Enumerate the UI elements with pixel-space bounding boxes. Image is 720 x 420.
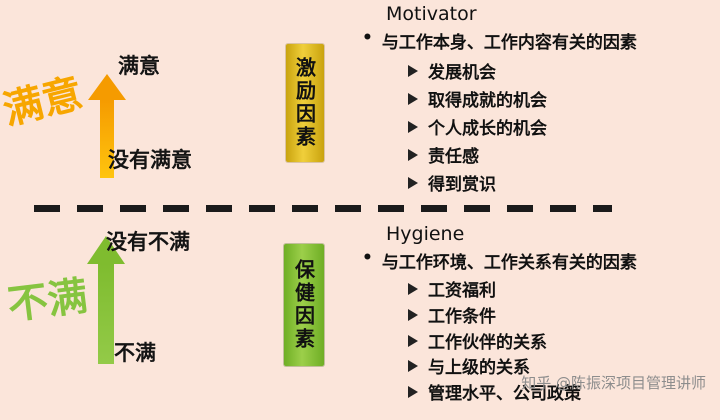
hygiene-item-label: 工作伙伴的关系 — [428, 333, 547, 353]
motivator-heading: Motivator — [386, 3, 477, 25]
hygiene-item: 与上级的关系 — [408, 353, 530, 378]
hygiene-arrow-bottom-label: 不满 — [114, 341, 156, 365]
arrow-bullet-icon — [408, 334, 418, 347]
hygiene-heading: Hygiene — [386, 223, 465, 245]
arrow-bullet-icon — [408, 148, 418, 161]
motivator-intro-row: • 与工作本身、工作内容有关的因素 — [362, 28, 637, 53]
watermark: 知乎 @陈振深项目管理讲师 — [521, 374, 706, 392]
motivator-up-arrow — [88, 74, 126, 178]
hygiene-item: 工作伙伴的关系 — [408, 328, 547, 353]
motivator-factor-box: 激励因素 — [286, 44, 324, 162]
motivator-item: 发展机会 — [408, 58, 496, 83]
arrow-head-icon — [87, 236, 125, 264]
motivator-arrow-top-label: 满意 — [118, 54, 160, 78]
arrow-bullet-icon — [408, 64, 418, 77]
hygiene-item-label: 工资福利 — [428, 281, 496, 301]
arrow-bullet-icon — [408, 359, 418, 372]
motivator-item: 得到赏识 — [408, 170, 496, 195]
hygiene-arrow-top-label: 没有不满 — [106, 230, 190, 254]
bullet-dot-icon: • — [362, 28, 373, 48]
motivator-item-label: 取得成就的机会 — [428, 91, 547, 111]
motivator-item: 个人成长的机会 — [408, 114, 547, 139]
hygiene-item-label: 与上级的关系 — [428, 358, 530, 378]
motivator-side-label: 满意 — [0, 70, 88, 135]
hygiene-item-label: 工作条件 — [428, 307, 496, 327]
arrow-bullet-icon — [408, 120, 418, 133]
motivator-item: 责任感 — [408, 142, 479, 167]
bullet-dot-icon: • — [362, 248, 373, 268]
motivator-factor-box-label: 激励因素 — [292, 57, 317, 149]
arrow-bullet-icon — [408, 308, 418, 321]
hygiene-item: 工作条件 — [408, 302, 496, 327]
hygiene-intro-row: • 与工作环境、工作关系有关的因素 — [362, 248, 637, 273]
arrow-head-icon — [88, 74, 126, 100]
arrow-shaft — [98, 264, 114, 364]
motivator-item: 取得成就的机会 — [408, 86, 547, 111]
motivator-item-label: 责任感 — [428, 147, 479, 167]
motivator-intro-label: 与工作本身、工作内容有关的因素 — [381, 33, 637, 53]
motivator-item-label: 发展机会 — [428, 63, 496, 83]
arrow-bullet-icon — [408, 282, 418, 295]
hygiene-item: 工资福利 — [408, 276, 496, 301]
hygiene-factor-box: 保健因素 — [284, 244, 324, 366]
arrow-bullet-icon — [408, 176, 418, 189]
motivator-item-label: 个人成长的机会 — [428, 119, 547, 139]
hygiene-item: 管理水平、公司政策 — [408, 379, 581, 404]
arrow-shaft — [100, 100, 114, 178]
motivator-item-label: 得到赏识 — [428, 175, 496, 195]
dashed-divider — [34, 205, 612, 212]
hygiene-side-label: 不满 — [5, 273, 91, 329]
hygiene-up-arrow — [86, 236, 126, 364]
motivator-arrow-bottom-label: 没有满意 — [108, 148, 192, 172]
arrow-bullet-icon — [408, 385, 418, 398]
hygiene-factor-box-label: 保健因素 — [291, 259, 316, 351]
hygiene-intro-label: 与工作环境、工作关系有关的因素 — [381, 253, 637, 273]
hygiene-item-label: 管理水平、公司政策 — [428, 384, 581, 404]
arrow-bullet-icon — [408, 92, 418, 105]
